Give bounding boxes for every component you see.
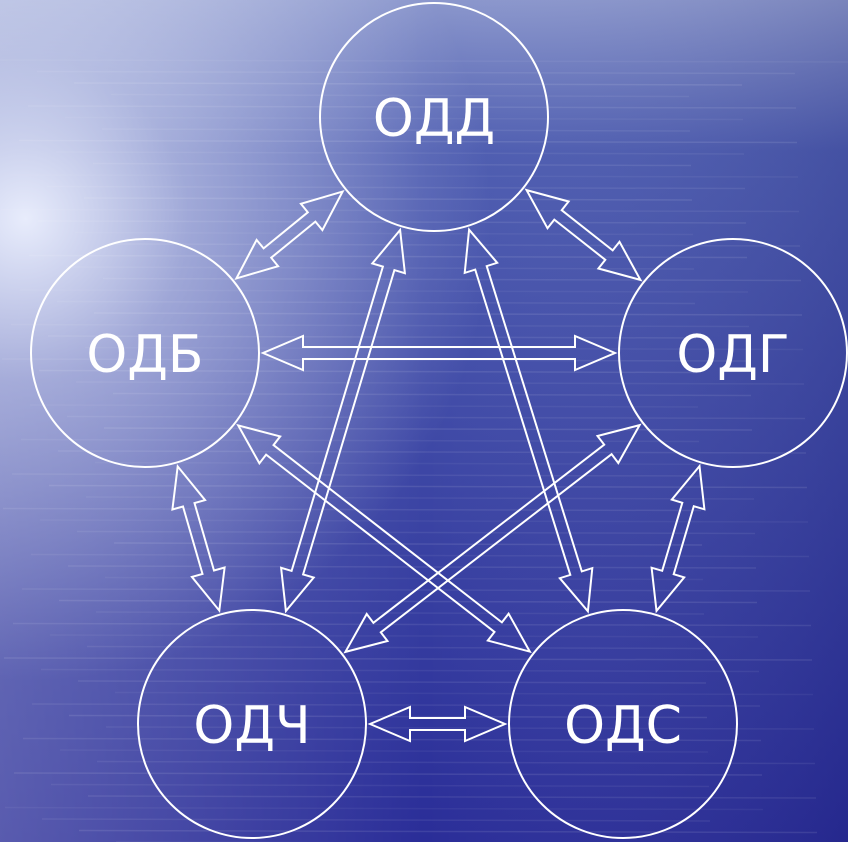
- arrow-odd-odch: [281, 230, 405, 611]
- arrow-odd-odb: [236, 192, 342, 279]
- node-label: ОДЧ: [193, 696, 310, 756]
- node-odd: ОДД: [320, 3, 548, 231]
- arrow-odg-ods: [652, 466, 705, 611]
- node-label: ОДБ: [86, 325, 203, 385]
- node-label: ОДД: [373, 89, 495, 149]
- node-ods: ОДС: [509, 610, 737, 838]
- node-label: ОДГ: [676, 325, 789, 385]
- arrow-odg-odch: [345, 425, 639, 652]
- node-odb: ОДБ: [31, 239, 259, 467]
- arrow-odd-ods: [465, 230, 593, 612]
- node-odg: ОДГ: [619, 239, 847, 467]
- arrow-odch-ods: [370, 707, 505, 741]
- node-label: ОДС: [564, 696, 682, 756]
- node-odch: ОДЧ: [138, 610, 366, 838]
- arrow-odb-odch: [172, 466, 224, 610]
- arrow-odb-odg: [263, 336, 615, 370]
- arrow-odd-odg: [527, 190, 641, 280]
- arrow-odb-ods: [238, 425, 530, 651]
